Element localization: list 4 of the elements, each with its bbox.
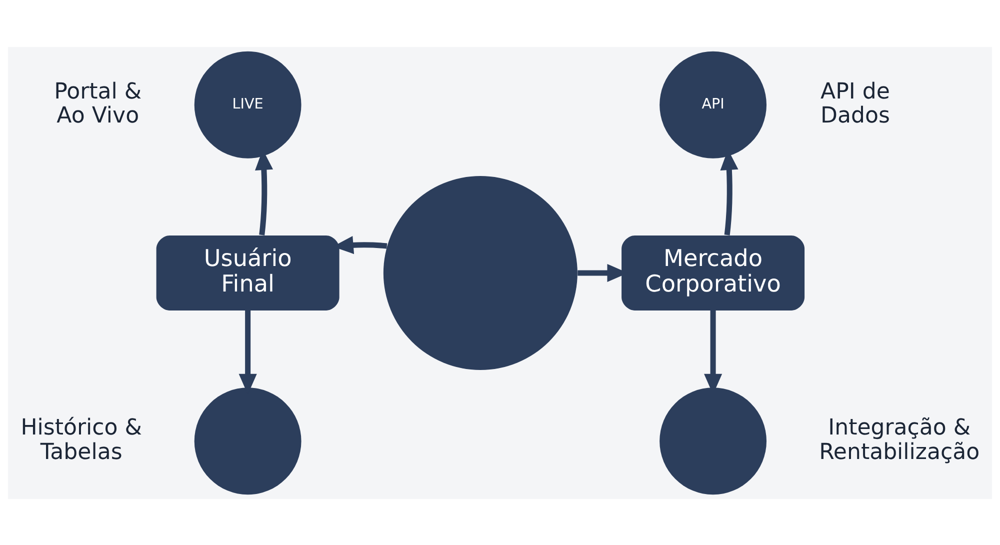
node-label: Portal & Ao Vivo (54, 78, 142, 128)
node-label: Histórico & Tabelas (20, 415, 142, 464)
node-label: API de Dados (820, 78, 890, 128)
node-label: Integração & Rentabilização (819, 415, 980, 464)
